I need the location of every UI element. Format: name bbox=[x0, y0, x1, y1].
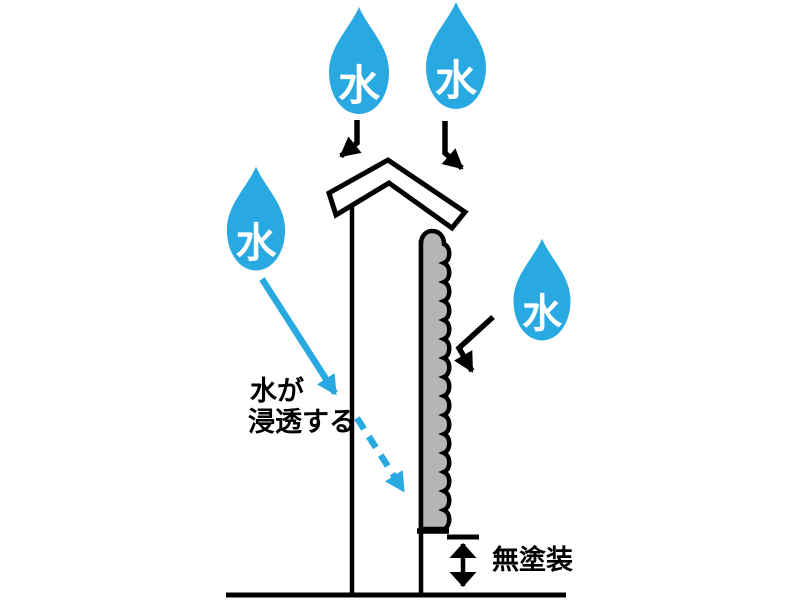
penetration-label: 水が 浸透する bbox=[248, 375, 356, 437]
water-droplet-top-left: 水 bbox=[329, 7, 389, 114]
water-ingress-arrow-icon bbox=[259, 277, 338, 396]
droplet-label: 水 bbox=[435, 57, 478, 104]
unpainted-label: 無塗装 bbox=[492, 544, 573, 575]
rain-arrow-left-icon bbox=[339, 120, 362, 159]
droplet-label: 水 bbox=[522, 292, 562, 336]
water-droplet-side-left: 水 bbox=[226, 166, 286, 271]
droplet-shape bbox=[329, 7, 389, 114]
water-droplet-top-right: 水 bbox=[426, 2, 486, 109]
rain-arrow-right-icon bbox=[441, 121, 464, 171]
unpainted-dimension: 無塗装 bbox=[447, 534, 573, 587]
water-soak-dashed-arrow-icon bbox=[354, 416, 406, 493]
droplet-label: 水 bbox=[338, 62, 381, 109]
penetration-label-line1: 水が bbox=[250, 375, 304, 406]
droplet-shape bbox=[226, 166, 286, 271]
coating-layer bbox=[418, 228, 452, 532]
runoff-arrow-icon bbox=[454, 314, 495, 373]
water-droplet-side-right: 水 bbox=[513, 238, 571, 341]
droplet-shape bbox=[513, 238, 571, 341]
droplet-label: 水 bbox=[236, 220, 277, 266]
penetration-label-line2: 浸透する bbox=[248, 407, 356, 437]
coping-cap bbox=[325, 157, 469, 232]
droplet-shape bbox=[426, 2, 486, 109]
